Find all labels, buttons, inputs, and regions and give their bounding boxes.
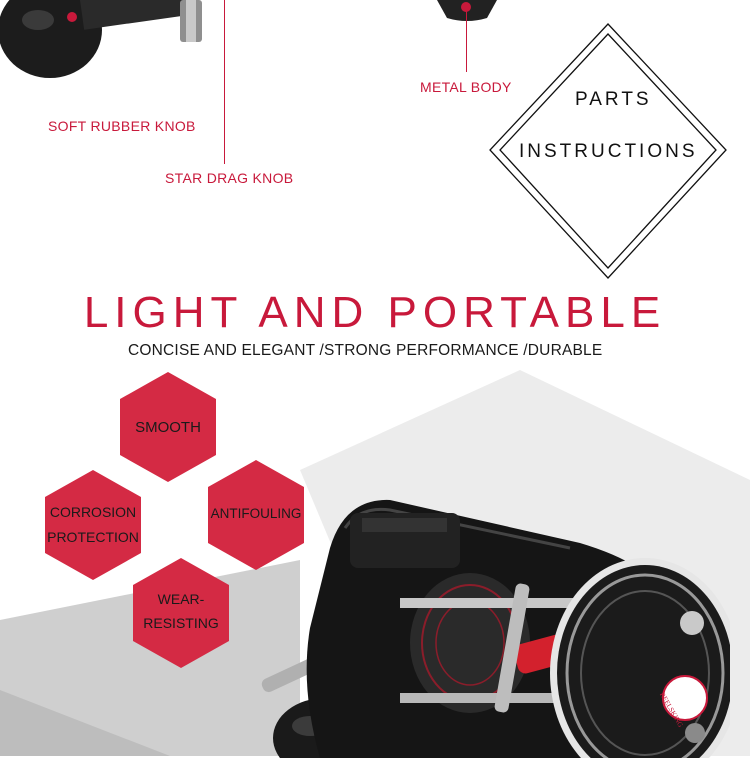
feature-label-line2: PROTECTION [47, 529, 139, 545]
headline: LIGHT AND PORTABLE [83, 288, 667, 337]
hexagon-shape [120, 372, 216, 482]
badge-line-instructions: INSTRUCTIONS [519, 141, 698, 162]
knob-pointer-dot [67, 12, 77, 22]
feature-hex-antifouling: ANTIFOULING [208, 460, 304, 570]
badge-line-parts: PARTS [575, 89, 652, 110]
hexagon-shape [208, 460, 304, 570]
metal-body-leader-line [466, 8, 467, 72]
feature-label-line1: WEAR- [157, 591, 205, 607]
feature-hex-smooth: SMOOTH [120, 372, 216, 482]
feature-label: ANTIFOULING [210, 506, 302, 521]
feature-hex-corrosion: CORROSION PROTECTION [45, 470, 141, 580]
soft-rubber-knob-label: SOFT RUBBER KNOB [48, 118, 196, 134]
hexagon-shape [133, 558, 229, 668]
feature-label: SMOOTH [135, 419, 201, 436]
feature-label-line2: RESISTING [143, 615, 219, 631]
star-drag-knob-label: STAR DRAG KNOB [165, 170, 294, 186]
metal-body-label: METAL BODY [420, 79, 512, 95]
feature-label-line1: CORROSION [49, 504, 137, 520]
rubber-knob-image [0, 0, 202, 78]
parts-badge-frame [489, 23, 727, 279]
subheadline: CONCISE AND ELEGANT /STRONG PERFORMANCE … [128, 342, 603, 359]
feature-hex-wear: WEAR- RESISTING [133, 558, 229, 668]
hexagon-shape [45, 470, 141, 580]
star-drag-leader-line [224, 0, 225, 164]
fishing-reel-image [261, 499, 730, 758]
metal-body-pointer-dot [461, 2, 471, 12]
